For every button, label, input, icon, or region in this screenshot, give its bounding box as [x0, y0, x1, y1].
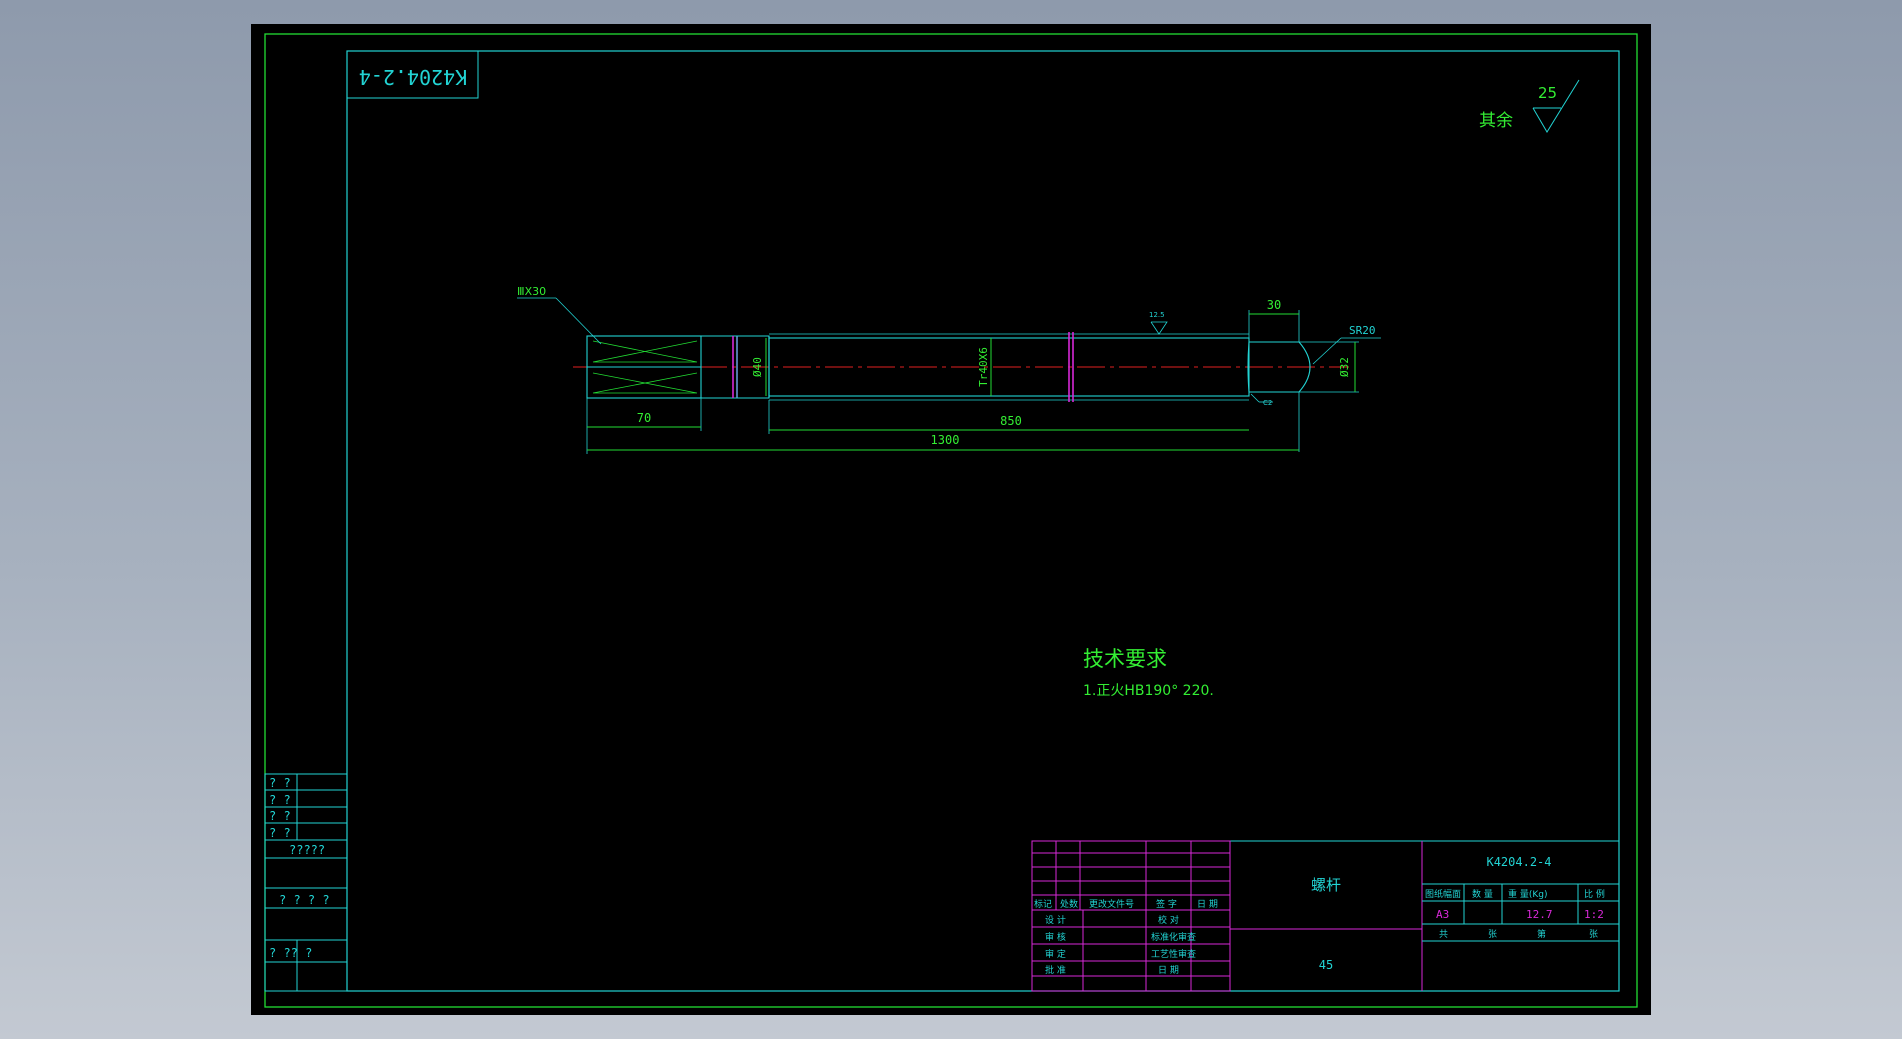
mirrored-drawing-code: K4204.2-4 — [359, 65, 467, 89]
tb-row-ratify: 批 准 — [1045, 964, 1066, 976]
notes-line-1: 1.正火HB190° 220. — [1083, 683, 1214, 699]
shaft-round-end — [1247, 341, 1299, 393]
title-block — [1031, 840, 1620, 992]
dim-thread: Tr40X6 — [977, 347, 990, 387]
surface-rest-value: 25 — [1538, 84, 1557, 102]
tb-row-date: 日 期 — [1158, 965, 1179, 976]
tb-val-scale: 1:2 — [1584, 908, 1604, 921]
strip-row-7: ? ?? ? — [269, 946, 312, 960]
dim-850: 850 — [1000, 414, 1022, 428]
code-box — [346, 50, 479, 99]
tb-col-sign: 签 字 — [1156, 898, 1177, 910]
dim-70: 70 — [637, 411, 651, 425]
tb-row-design: 设 计 — [1045, 914, 1066, 926]
outer-border — [264, 33, 1638, 1008]
dim-diameter-32: Ø32 — [1338, 357, 1351, 377]
roughness-rest-icon — [1532, 79, 1580, 133]
dim-sr20: SR20 — [1349, 324, 1376, 337]
dim-1300: 1300 — [931, 433, 960, 447]
strip-row-1: ? ? — [269, 776, 291, 790]
tb-col-count: 处数 — [1060, 898, 1078, 910]
square-flat-cross-upper — [592, 340, 698, 363]
tb-row-approve: 审 定 — [1045, 948, 1066, 960]
tb-sheet-1: 张 — [1488, 929, 1497, 940]
notes-heading: 技术要求 — [1083, 647, 1167, 671]
tb-hdr-size: 图纸幅面 — [1425, 888, 1461, 900]
sr20-arc — [1298, 341, 1311, 393]
chamfer-label: C2 — [1263, 399, 1272, 407]
strip-row-2: ? ? — [269, 793, 291, 807]
dim-30: 30 — [1267, 298, 1281, 312]
tb-hdr-weight: 重 量(Kg) — [1508, 888, 1548, 900]
strip-row-3: ? ? — [269, 809, 291, 823]
tb-col-mark: 标记 — [1034, 898, 1052, 910]
tb-row-check: 校 对 — [1158, 914, 1179, 926]
inner-frame — [346, 50, 1620, 992]
strip-row-5: ????? — [289, 843, 325, 857]
surface-rest-label: 其余 — [1479, 111, 1513, 131]
tb-hdr-scale: 比 例 — [1584, 888, 1605, 900]
cad-drawing: K4204.2-4 其余 25 ⅢX30 12.5 C2 70 850 — [264, 33, 1638, 1008]
drawing-canvas[interactable]: K4204.2-4 其余 25 ⅢX30 12.5 C2 70 850 — [251, 24, 1651, 1015]
shaft-threaded-body — [768, 337, 1250, 397]
tb-row-review: 审 核 — [1045, 931, 1066, 943]
tb-sheet-2: 张 — [1589, 929, 1598, 940]
tb-material: 45 — [1319, 958, 1333, 972]
tb-val-size: A3 — [1436, 908, 1449, 921]
tb-total: 共 — [1439, 929, 1448, 940]
strip-row-6: ? ? ? ? — [279, 893, 330, 907]
tb-hdr-qty: 数 量 — [1472, 888, 1493, 900]
tb-drawing-code: K4204.2-4 — [1486, 855, 1551, 869]
dim-diameter-40: Ø40 — [751, 357, 764, 377]
tb-row-process: 工艺性审查 — [1151, 948, 1196, 960]
left-strip-table — [264, 773, 348, 992]
strip-row-4: ? ? — [269, 826, 291, 840]
tb-row-std: 标准化审查 — [1151, 931, 1196, 943]
square-flat-cross-lower — [592, 372, 698, 394]
tb-col-date: 日 期 — [1197, 899, 1218, 910]
roughness-icon — [1150, 321, 1168, 335]
tb-page: 第 — [1537, 928, 1546, 940]
tb-val-weight: 12.7 — [1526, 908, 1553, 921]
tb-col-doc: 更改文件号 — [1089, 898, 1134, 910]
roughness-value: 12.5 — [1149, 311, 1165, 319]
square-callout: ⅢX30 — [517, 285, 546, 298]
tb-part-name: 螺杆 — [1311, 876, 1341, 894]
